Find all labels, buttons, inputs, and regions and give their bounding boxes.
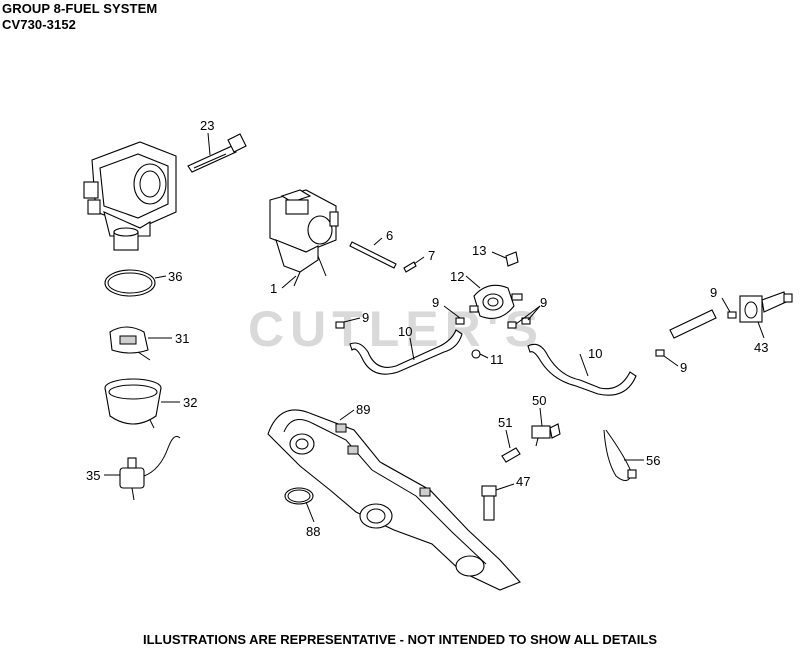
callout-11: 11	[490, 352, 504, 367]
part-9-clamp[interactable]	[335, 321, 345, 329]
callout-23: 23	[200, 118, 214, 133]
model-number: CV730-3152	[2, 17, 76, 32]
footer-disclaimer: ILLUSTRATIONS ARE REPRESENTATIVE - NOT I…	[143, 632, 657, 647]
callout-10b: 10	[588, 346, 602, 361]
part-7-pin[interactable]	[403, 261, 417, 273]
part-10-fuel-line[interactable]	[527, 343, 637, 396]
part-43-fuel-filter[interactable]	[739, 291, 793, 323]
callout-51: 51	[498, 415, 512, 430]
callout-9c: 9	[540, 295, 547, 310]
callout-10a: 10	[398, 324, 412, 339]
part-9-clamp[interactable]	[655, 349, 665, 357]
part-31-bracket[interactable]	[109, 326, 151, 361]
part-32-fuel-bowl[interactable]	[104, 378, 162, 429]
part-9-clamp[interactable]	[521, 317, 531, 325]
fuel-hose-short[interactable]	[669, 309, 717, 339]
part-12-fuel-pump[interactable]	[469, 284, 523, 319]
part-1-carburetor[interactable]	[269, 189, 339, 287]
page-title: GROUP 8-FUEL SYSTEM	[2, 1, 158, 16]
callout-9a: 9	[362, 310, 369, 325]
part-36-gasket[interactable]	[104, 269, 156, 297]
callout-9b: 9	[432, 295, 439, 310]
part-9-clamp[interactable]	[507, 321, 517, 329]
part-51-pin[interactable]	[501, 447, 521, 463]
part-carburetor-assembly[interactable]	[83, 141, 177, 251]
callout-50: 50	[532, 393, 546, 408]
part-35-fuel-solenoid[interactable]	[119, 435, 181, 501]
callout-36: 36	[168, 269, 182, 284]
part-89-intake-manifold[interactable]	[267, 409, 521, 591]
part-9-clamp[interactable]	[455, 317, 465, 325]
callout-35: 35	[86, 468, 100, 483]
part-9-clamp[interactable]	[727, 311, 737, 319]
part-23-screw[interactable]	[187, 133, 247, 173]
callout-56: 56	[646, 453, 660, 468]
callout-31: 31	[175, 331, 189, 346]
callout-43: 43	[754, 340, 768, 355]
callout-13: 13	[472, 243, 486, 258]
callout-9e: 9	[710, 285, 717, 300]
callout-1: 1	[270, 281, 277, 296]
part-10-fuel-line[interactable]	[349, 329, 463, 375]
callout-7: 7	[428, 248, 435, 263]
part-50-fitting[interactable]	[531, 423, 561, 447]
callout-12: 12	[450, 269, 464, 284]
part-6-rod[interactable]	[349, 241, 397, 269]
callout-88: 88	[306, 524, 320, 539]
part-56-tie-strap[interactable]	[603, 429, 637, 481]
callout-9d: 9	[680, 360, 687, 375]
callout-89: 89	[356, 402, 370, 417]
part-11-fitting[interactable]	[471, 349, 481, 359]
callout-47: 47	[516, 474, 530, 489]
part-88-gasket[interactable]	[284, 487, 314, 505]
part-47-tube[interactable]	[481, 485, 497, 521]
callout-6: 6	[386, 228, 393, 243]
part-13-screw[interactable]	[505, 251, 519, 267]
callout-32: 32	[183, 395, 197, 410]
